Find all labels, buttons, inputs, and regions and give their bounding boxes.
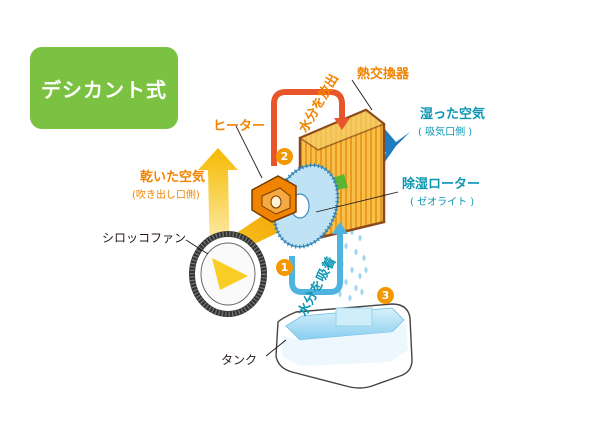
rotor-sub-label: ( ゼオライト ) xyxy=(410,197,475,208)
heater-shape xyxy=(251,175,297,223)
dry-air-sub-label: (吹き出し口側) xyxy=(132,190,200,201)
step-1-marker: 1 xyxy=(276,259,293,276)
heater-label: ヒーター xyxy=(213,119,266,134)
tank-shape xyxy=(275,303,413,389)
absorb-moisture-arrow xyxy=(289,230,343,295)
humid-air-label: 湿った空気 xyxy=(420,107,486,122)
humid-air-sub-label: ( 吸気口側 ) xyxy=(418,127,473,138)
water-droplets xyxy=(338,229,368,301)
leader-lines xyxy=(185,79,399,357)
release-moisture-arrow xyxy=(271,89,345,166)
method-badge: デシカント式 xyxy=(30,47,178,129)
dry-air-label: 乾いた空気 xyxy=(140,170,206,185)
heat-exchanger-label: 熱交換器 xyxy=(357,67,410,82)
sirocco-fan-label: シロッコファン xyxy=(102,231,187,245)
tank-label: タンク xyxy=(221,353,258,367)
step-3-marker: 3 xyxy=(377,287,394,304)
step-2-marker: 2 xyxy=(276,148,293,165)
rotor-label: 除湿ローター xyxy=(402,177,481,192)
sirocco-fan-shape xyxy=(189,231,267,317)
